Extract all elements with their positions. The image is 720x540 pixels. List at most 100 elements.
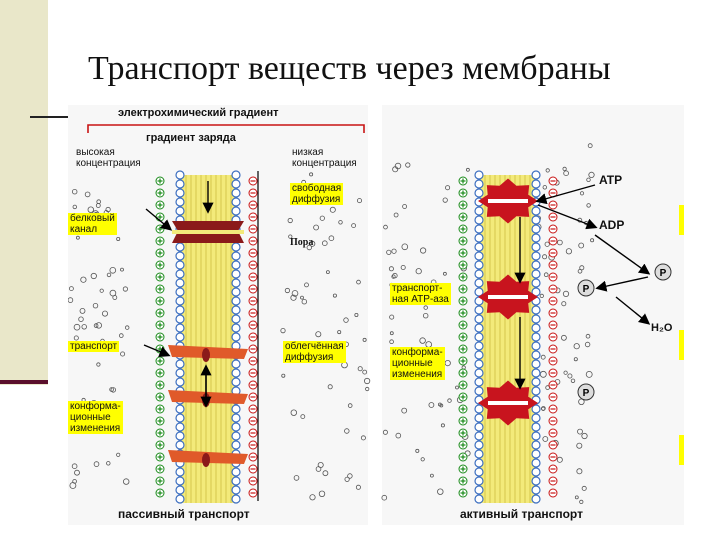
- molecule-dot: [392, 272, 398, 279]
- molecule-dot: [381, 494, 388, 501]
- molecule-dot: [123, 478, 130, 485]
- slide-title: Транспорт веществ через мембраны: [88, 50, 611, 87]
- lipid-head: [531, 260, 541, 270]
- lipid-head: [531, 467, 541, 477]
- phosphate-letter: P: [583, 388, 590, 399]
- phosphate-icon: [577, 279, 595, 297]
- protein-channel-label: белковый канал: [68, 213, 117, 235]
- lipid-head: [531, 269, 541, 279]
- lipid-head: [175, 170, 185, 180]
- adp-label: ADP: [599, 218, 625, 232]
- molecule-dot: [99, 288, 104, 293]
- lipid-head: [531, 449, 541, 459]
- molecule-dot: [562, 290, 570, 297]
- molecule-dot: [109, 387, 114, 392]
- lipid-head: [231, 440, 241, 450]
- molecule-dot: [74, 469, 80, 476]
- active-transport-caption: активный транспорт: [460, 507, 583, 521]
- molecule-dot: [365, 386, 370, 392]
- lipid-head: [531, 314, 541, 324]
- lipid-head: [175, 179, 185, 189]
- molecule-dot: [73, 323, 81, 331]
- molecule-dot: [437, 488, 444, 495]
- lipid-head: [474, 341, 484, 351]
- molecule-dot: [351, 223, 357, 228]
- molecule-dot: [347, 403, 353, 408]
- molecule-dot: [125, 325, 130, 330]
- lipid-head: [175, 251, 185, 261]
- molecule-dot: [420, 457, 425, 462]
- lipid-head: [474, 287, 484, 297]
- lipid-head: [531, 413, 541, 423]
- lipid-head: [175, 278, 185, 288]
- molecule-dot: [395, 432, 402, 439]
- molecule-dot: [300, 295, 304, 300]
- lipid-head: [231, 188, 241, 198]
- lipid-head: [531, 323, 541, 333]
- molecule-dot: [567, 373, 573, 379]
- molecule-dot: [87, 206, 94, 213]
- lipid-head: [474, 485, 484, 495]
- molecule-dot: [588, 171, 595, 179]
- lipid-head: [474, 431, 484, 441]
- lipid-head: [474, 314, 484, 324]
- molecule-dot: [90, 272, 97, 280]
- lipid-head: [474, 494, 484, 504]
- lipid-head: [231, 323, 241, 333]
- atp-label: ATP: [599, 173, 623, 187]
- lipid-head: [231, 269, 241, 279]
- active-conformational-label: конформа- ционные изменения: [390, 347, 445, 380]
- phosphate-return-arrow: [595, 276, 649, 292]
- lipid-head: [531, 233, 541, 243]
- molecule-dot: [570, 378, 576, 383]
- molecule-dot: [362, 369, 368, 375]
- electrochemical-gradient-label: электрохимический градиент: [118, 107, 279, 119]
- lipid-head: [175, 305, 185, 315]
- lipid-head: [231, 242, 241, 252]
- molecule-dot: [332, 293, 337, 298]
- molecule-dot: [557, 239, 563, 246]
- lipid-head: [474, 476, 484, 486]
- molecule-dot: [318, 490, 326, 497]
- lipid-head: [531, 224, 541, 234]
- lipid-head: [474, 386, 484, 396]
- lipid-head: [474, 467, 484, 477]
- water-label: H₂O: [651, 322, 673, 334]
- lipid-head: [531, 170, 541, 180]
- lipid-head: [474, 242, 484, 252]
- lipid-head: [231, 494, 241, 504]
- molecule-dot: [544, 241, 550, 247]
- molecule-dot: [309, 172, 314, 177]
- lipid-head: [531, 215, 541, 225]
- molecule-dot: [586, 203, 591, 208]
- lipid-head: [474, 458, 484, 468]
- passive-transport-caption: пассивный транспорт: [118, 507, 250, 521]
- molecule-dot: [309, 494, 316, 501]
- lipid-head: [474, 179, 484, 189]
- molecule-dot: [584, 341, 591, 348]
- molecule-dot: [389, 339, 394, 345]
- lipid-head: [175, 377, 185, 387]
- low-concentration-label: низкая концентрация: [292, 147, 357, 169]
- lipid-head: [175, 314, 185, 324]
- molecule-dot: [343, 317, 349, 323]
- molecule-dot: [542, 436, 549, 442]
- molecule-dot: [576, 442, 583, 449]
- molecule-dot: [281, 373, 286, 378]
- molecule-dot: [392, 166, 399, 173]
- molecule-dot: [587, 143, 593, 149]
- molecule-dot: [586, 177, 591, 182]
- lipid-head: [175, 404, 185, 414]
- molecule-dot: [309, 240, 316, 247]
- molecule-dot: [354, 312, 359, 317]
- phosphate-icon: [577, 383, 595, 401]
- molecule-dot: [400, 264, 406, 270]
- lipid-head: [231, 359, 241, 369]
- lipid-head: [175, 476, 185, 486]
- lipid-head: [474, 377, 484, 387]
- molecule-dot: [362, 337, 367, 342]
- lipid-head: [474, 188, 484, 198]
- molecule-dot: [290, 294, 297, 301]
- free-diffusion-label: свободная диффузия: [290, 183, 344, 205]
- molecule-dot: [545, 168, 550, 173]
